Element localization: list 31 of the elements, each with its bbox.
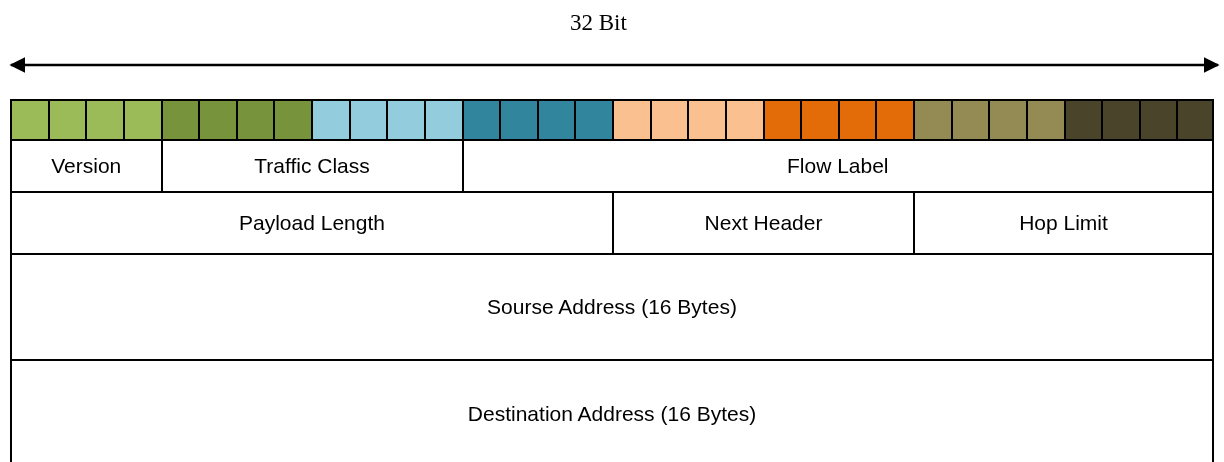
bit-cell bbox=[423, 99, 464, 141]
bit-cell bbox=[574, 99, 614, 141]
width-label: 32 Bit bbox=[570, 10, 627, 36]
field-name: Payload Length bbox=[239, 211, 385, 235]
field-name: Flow Label bbox=[786, 154, 889, 178]
bit-cell bbox=[724, 99, 765, 141]
field-name: Traffic Class bbox=[254, 154, 370, 178]
bit-cell bbox=[122, 99, 163, 141]
bit-cell bbox=[800, 99, 840, 141]
bit-cell bbox=[1176, 99, 1214, 141]
field-name: Sourse Address (16 Bytes) bbox=[487, 295, 737, 319]
bit-cell bbox=[687, 99, 727, 141]
bit-cell bbox=[875, 99, 915, 141]
bit-cell bbox=[386, 99, 426, 141]
bit-cell bbox=[273, 99, 313, 141]
bit-cell bbox=[1101, 99, 1141, 141]
bit-cell bbox=[198, 99, 238, 141]
field-name: Next Header bbox=[704, 211, 823, 235]
field-name: Destination Address (16 Bytes) bbox=[467, 402, 757, 426]
header-field bbox=[10, 253, 1214, 361]
bit-cell bbox=[10, 99, 50, 141]
header-field bbox=[10, 359, 1214, 462]
bit-cell bbox=[499, 99, 539, 141]
bit-cell bbox=[1025, 99, 1066, 141]
bit-cell bbox=[85, 99, 125, 141]
field-name: Hop Limit bbox=[1019, 211, 1108, 235]
field-name: Version bbox=[51, 154, 122, 178]
bit-cell bbox=[913, 99, 953, 141]
bit-cell bbox=[988, 99, 1028, 141]
bit-cell bbox=[311, 99, 351, 141]
bit-cell bbox=[612, 99, 652, 141]
